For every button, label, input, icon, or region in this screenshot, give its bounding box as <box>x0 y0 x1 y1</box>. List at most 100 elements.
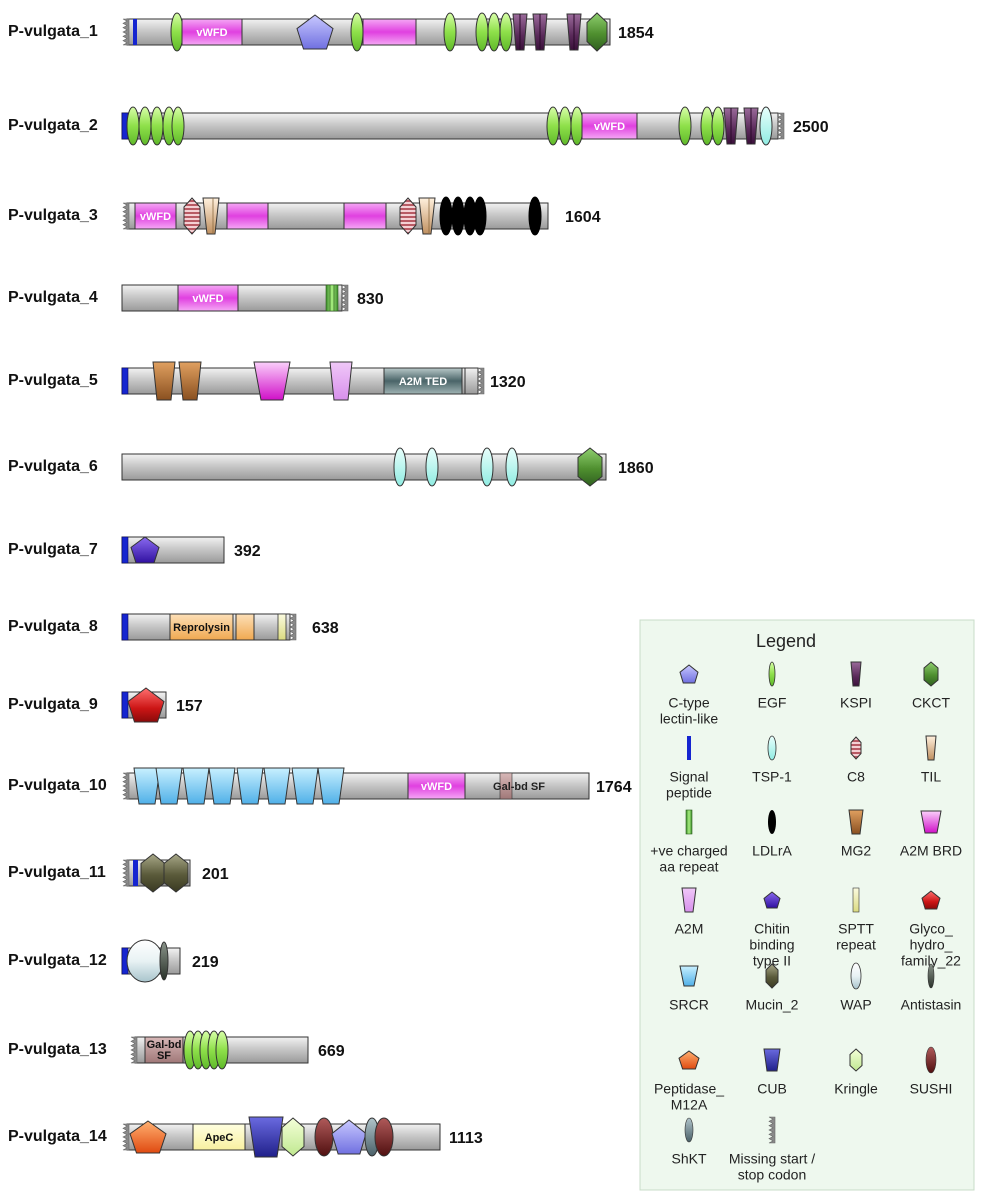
protein-length: 2500 <box>793 119 829 136</box>
shkt-icon <box>684 1117 694 1143</box>
legend-label: aa repeat <box>659 859 718 875</box>
missing-codon-marker <box>777 112 785 140</box>
legend-item: LDLrA <box>752 810 793 859</box>
a2m-brd-domain <box>253 361 291 401</box>
protein-row: P-vulgata_11 201 <box>8 853 229 893</box>
egf-domain <box>350 12 364 52</box>
til-domain <box>418 197 436 235</box>
signal-peptide <box>121 536 129 564</box>
a2m-ted-domain-label: A2M TED <box>399 376 447 388</box>
gal-bd-sf-domain <box>144 1036 184 1064</box>
ldlra-domain <box>528 196 542 236</box>
protein-name: P-vulgata_9 <box>8 696 98 713</box>
mg2-icon <box>848 809 864 835</box>
protein-row: P-vulgata_12 219 <box>8 939 219 983</box>
egf-domain <box>570 106 584 146</box>
tsp1-domain <box>480 447 494 487</box>
missing-codon-marker <box>477 367 485 395</box>
protein-name: P-vulgata_6 <box>8 458 98 475</box>
missing-codon-marker <box>122 859 130 887</box>
protein-length: 201 <box>202 866 229 883</box>
protein-name: P-vulgata_12 <box>8 952 107 969</box>
legend-label: +ve charged <box>650 843 727 859</box>
vwfd-domain <box>343 202 387 230</box>
protein-name: P-vulgata_3 <box>8 207 98 224</box>
legend-item: Glyco_hydro_family_22 <box>901 890 961 969</box>
protein-length: 669 <box>318 1043 345 1060</box>
srcr-domain <box>317 767 345 805</box>
egf-domain <box>499 12 513 52</box>
missing-codon-marker <box>122 772 130 800</box>
missing-codon-marker <box>122 18 130 46</box>
protein-length: 219 <box>192 954 219 971</box>
legend-label: Missing start / <box>729 1151 815 1167</box>
tsp1-domain <box>759 106 773 146</box>
legend-item: Missing start /stop codon <box>729 1116 815 1183</box>
legend-label: CKCT <box>912 695 951 711</box>
legend-label: SPTT <box>838 921 874 937</box>
vwfd-domain-label: vWFD <box>192 293 223 305</box>
protein-name: P-vulgata_4 <box>8 289 98 306</box>
vwfd-domain <box>581 112 638 140</box>
srcr-domain <box>155 767 183 805</box>
tsp1-domain <box>393 447 407 487</box>
peptidase-m12a-domain <box>129 1120 167 1154</box>
signal-peptide-icon <box>687 736 691 760</box>
protein-length: 638 <box>312 620 339 637</box>
protein-name: P-vulgata_13 <box>8 1041 107 1058</box>
legend-item: SRCR <box>669 965 709 1013</box>
protein-length: 1854 <box>618 25 654 42</box>
ldlra-icon <box>768 810 776 834</box>
legend-label: EGF <box>758 695 787 711</box>
mg2-domain <box>152 361 176 401</box>
srcr-icon <box>679 965 699 987</box>
mg2-domain <box>178 361 202 401</box>
protein-name: P-vulgata_11 <box>8 864 106 881</box>
signal-peptide <box>133 860 138 886</box>
egf-domain <box>138 106 152 146</box>
legend-label: repeat <box>836 937 876 953</box>
legend-label: binding <box>749 937 794 953</box>
signal-peptide <box>133 19 137 45</box>
reprolysin-domain <box>235 613 255 641</box>
legend-item: SUSHI <box>910 1046 952 1097</box>
gal-bd-label: Gal-bd <box>147 1039 182 1051</box>
c8-icon <box>850 736 862 760</box>
apec-domain <box>192 1123 246 1151</box>
legend-item: Mucin_2 <box>746 963 799 1013</box>
vwfd-domain <box>407 772 466 800</box>
legend-item: TIL <box>921 735 941 785</box>
egf-domain <box>558 106 572 146</box>
protein-length: 392 <box>234 543 261 560</box>
ctype-lectin-icon <box>679 664 699 684</box>
srcr-domain <box>263 767 291 805</box>
gal-bd-label: SF <box>157 1050 171 1062</box>
legend-title: Legend <box>756 631 816 651</box>
signal-peptide <box>121 691 129 719</box>
legend-label: Kringle <box>834 1081 878 1097</box>
tsp1-domain <box>505 447 519 487</box>
legend-label: A2M <box>675 921 704 937</box>
legend-item: A2M <box>675 887 704 937</box>
sptt-repeat <box>277 613 287 641</box>
srcr-domain <box>236 767 264 805</box>
egf-domain <box>678 106 692 146</box>
sushi-domain <box>314 1117 334 1157</box>
protein-length: 157 <box>176 698 203 715</box>
vwfd-domain-label: vWFD <box>594 121 625 133</box>
legend-label: Glyco_ <box>909 921 953 937</box>
missing-codon-marker <box>130 1036 138 1064</box>
egf-domain <box>171 106 185 146</box>
chitin-binding-icon <box>763 891 781 909</box>
protein-name: P-vulgata_14 <box>8 1128 107 1145</box>
antistasin-icon <box>927 963 935 989</box>
legend-label: TIL <box>921 769 941 785</box>
protein-length: 1860 <box>618 460 654 477</box>
a2m-brd-icon <box>920 810 942 834</box>
protein-row: P-vulgata_6 1860 <box>8 447 654 487</box>
